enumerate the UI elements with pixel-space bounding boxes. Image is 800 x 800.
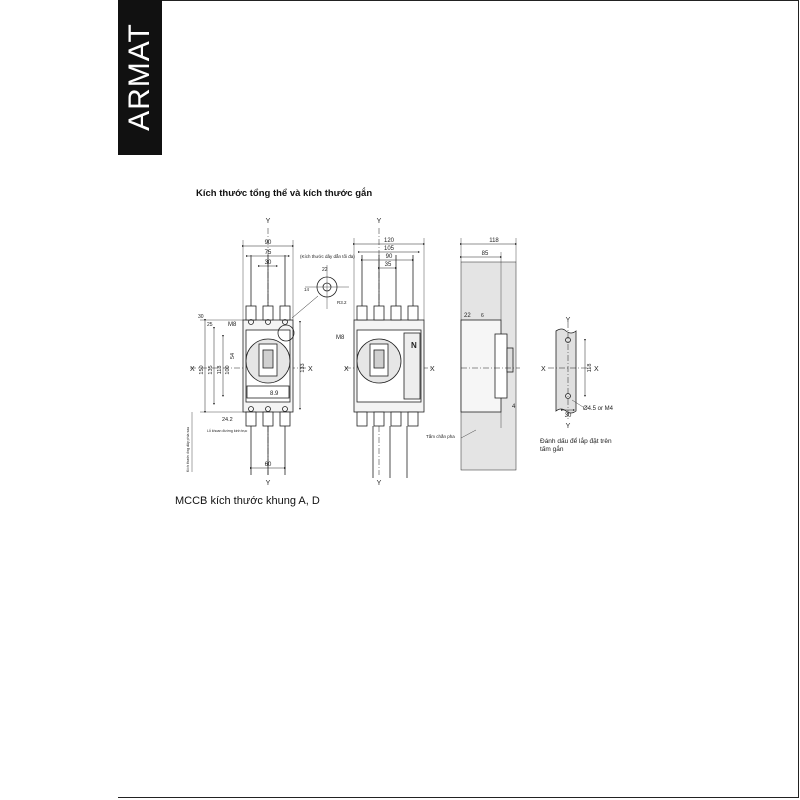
four-dim-105: 105: [384, 246, 395, 252]
front-dim-100: 100: [225, 365, 231, 374]
front-dim-30-top: 30: [265, 260, 272, 266]
front-detail-22: 22: [322, 267, 328, 273]
front-side-note: Kích thước ống dây phía sau: [186, 427, 190, 472]
four-pole-view: [345, 228, 432, 478]
front-dim-150: 150: [199, 365, 205, 374]
side-dim-6: 6: [481, 313, 484, 319]
front-dim-118: 118: [217, 366, 223, 375]
front-view: [190, 228, 349, 475]
front-dim-25: 25: [207, 322, 213, 328]
side-dim-118: 118: [489, 238, 499, 244]
front-dim-75: 75: [265, 250, 272, 256]
mount-dim-118: 118: [587, 364, 593, 373]
four-dim-90: 90: [386, 254, 393, 260]
mount-note: Đánh dấu để lắp đặt trên tấm gắn: [540, 436, 613, 453]
side-phase-plate: Tấm chắn pha: [426, 433, 455, 439]
document-page: [118, 0, 799, 798]
front-dim-30-left: 30: [198, 314, 204, 320]
front-dim-54: 54: [230, 353, 236, 359]
front-dim-8-9: 8.9: [270, 391, 279, 397]
front-dim-24-2: 24.2: [222, 417, 233, 423]
mount-view: [548, 322, 592, 420]
four-n-label: N: [411, 341, 417, 350]
mount-axis-y-top: Y: [566, 317, 571, 324]
front-detail-r: R3.2: [337, 300, 347, 305]
side-dim-22: 22: [464, 313, 471, 319]
mount-axis-x-right: X: [594, 366, 599, 373]
side-dim-85: 85: [482, 251, 489, 257]
front-axis-x-left: X: [190, 366, 195, 373]
mount-hole: Ø4.5 or M4: [583, 406, 614, 412]
front-dim-135: 135: [208, 365, 214, 374]
four-dim-120: 120: [384, 238, 395, 244]
four-axis-y-bottom: Y: [377, 480, 382, 487]
mount-note-line1: Đánh dấu để lắp đặt trên: [540, 436, 612, 445]
side-view: [460, 238, 520, 471]
front-axis-x-right: X: [308, 366, 313, 373]
mount-axis-x-left: X: [541, 366, 546, 373]
section-title: Kích thước tổng thể và kích thước gắn: [196, 188, 373, 199]
front-m8: M8: [228, 322, 237, 328]
mount-note-line2: tấm gắn: [540, 444, 564, 453]
front-dim-133: 133: [300, 363, 306, 372]
four-m8: M8: [336, 335, 345, 341]
front-axis-y-top: Y: [266, 218, 271, 225]
front-dim-90: 90: [265, 240, 272, 246]
mount-axis-y-bottom: Y: [566, 423, 571, 430]
front-dim-60: 60: [265, 462, 272, 468]
figure-caption: MCCB kích thước khung A, D: [175, 495, 320, 507]
front-note-wire: (Kích thước dây dẫn tối đa): [300, 253, 355, 259]
side-dim-4: 4: [512, 404, 516, 410]
front-axis-y-bottom: Y: [266, 480, 271, 487]
four-axis-x-left: X: [344, 366, 349, 373]
mount-dim-30: 30: [565, 413, 572, 419]
four-axis-x-right: X: [430, 366, 435, 373]
brand-bar: [118, 0, 162, 155]
four-dim-35: 35: [385, 262, 392, 268]
front-hole-note: Lỗ khoan đường kính trục: [207, 428, 247, 433]
front-detail-14: 14: [304, 287, 310, 292]
four-axis-y-top: Y: [377, 218, 382, 225]
